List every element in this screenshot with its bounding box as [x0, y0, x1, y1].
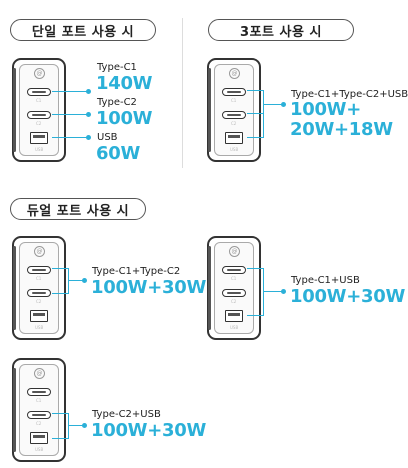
section-dual-port: 듀얼 포트 사용 시: [10, 198, 146, 220]
single-c1-label: Type-C1: [97, 62, 137, 73]
port-usb-icon: [225, 132, 243, 144]
port-usb-mark: USB: [230, 325, 239, 330]
port-c2-mark: C2: [231, 121, 237, 126]
connector-bracket: [52, 413, 69, 439]
port-c2-icon: [27, 289, 51, 297]
port-c2-mark: C2: [36, 421, 42, 426]
dual-c2usb-label: Type-C2+USB: [92, 409, 161, 420]
port-c2-mark: C2: [231, 299, 237, 304]
connector-line: [263, 291, 283, 292]
port-c1-icon: [27, 88, 51, 96]
port-c1-icon: [27, 266, 51, 274]
section-divider: [182, 18, 183, 168]
brand-logo-icon: @: [229, 246, 240, 257]
port-c2-mark: C2: [36, 121, 42, 126]
dual-c2usb-watt: 100W+30W: [91, 420, 207, 441]
charger-edge: [208, 68, 211, 152]
charger-edge: [13, 368, 16, 452]
connector-dot: [86, 112, 91, 117]
charger-dual-c1-c2: @ C1 C2 USB: [12, 236, 66, 340]
connector-dot: [281, 102, 286, 107]
port-c2-icon: [222, 111, 246, 119]
port-c1-mark: C1: [36, 398, 42, 403]
charger-edge: [208, 246, 211, 330]
connector-line: [263, 104, 283, 105]
port-usb-icon: [30, 310, 48, 322]
connector-bracket: [247, 268, 264, 316]
charger-dual-c2-usb: @ C1 C2 USB: [12, 358, 66, 462]
triple-watt-line1: 100W+: [290, 99, 362, 120]
triple-watt-line2: 20W+18W: [290, 119, 393, 140]
single-usb-label: USB: [97, 132, 118, 143]
port-c1-mark: C1: [231, 276, 237, 281]
connector-dot: [86, 135, 91, 140]
dual-c1usb-label: Type-C1+USB: [291, 275, 360, 286]
port-usb-mark: USB: [35, 447, 44, 452]
port-c2-icon: [27, 111, 51, 119]
single-c2-label: Type-C2: [97, 97, 137, 108]
port-usb-mark: USB: [230, 147, 239, 152]
port-c1-icon: [222, 266, 246, 274]
connector-line: [247, 113, 263, 114]
dual-c1c2-watt: 100W+30W: [91, 277, 207, 298]
dual-c1usb-watt: 100W+30W: [290, 286, 406, 307]
brand-logo-icon: @: [34, 68, 45, 79]
connector-line: [52, 114, 88, 115]
charger-dual-c1-usb: @ C1 C2 USB: [207, 236, 261, 340]
charger-edge: [13, 68, 16, 152]
port-usb-icon: [30, 132, 48, 144]
port-c2-icon: [222, 289, 246, 297]
single-c1-watt: 140W: [96, 73, 153, 94]
single-c2-watt: 100W: [96, 108, 153, 129]
section-three-port: 3포트 사용 시: [208, 19, 354, 41]
charger-edge: [13, 246, 16, 330]
port-c1-mark: C1: [36, 276, 42, 281]
charger-single: @ C1 C2 USB: [12, 58, 66, 162]
port-c1-mark: C1: [36, 98, 42, 103]
port-c1-icon: [222, 88, 246, 96]
section-single-port: 단일 포트 사용 시: [10, 19, 156, 41]
single-usb-watt: 60W: [96, 143, 141, 164]
port-c1-mark: C1: [231, 98, 237, 103]
port-c1-icon: [27, 388, 51, 396]
port-usb-icon: [225, 310, 243, 322]
brand-logo-icon: @: [34, 246, 45, 257]
connector-line: [68, 425, 84, 426]
connector-line: [68, 280, 84, 281]
port-c2-icon: [27, 411, 51, 419]
connector-dot: [82, 278, 87, 283]
connector-bracket: [247, 90, 264, 138]
brand-logo-icon: @: [34, 368, 45, 379]
connector-dot: [86, 89, 91, 94]
port-usb-mark: USB: [35, 147, 44, 152]
triple-label: Type-C1+Type-C2+USB: [291, 89, 408, 100]
connector-bracket: [52, 268, 69, 294]
connector-line: [52, 137, 88, 138]
brand-logo-icon: @: [229, 68, 240, 79]
charger-three-port: @ C1 C2 USB: [207, 58, 261, 162]
connector-dot: [82, 423, 87, 428]
port-usb-icon: [30, 432, 48, 444]
dual-c1c2-label: Type-C1+Type-C2: [92, 266, 181, 277]
port-c2-mark: C2: [36, 299, 42, 304]
connector-dot: [281, 289, 286, 294]
port-usb-mark: USB: [35, 325, 44, 330]
connector-line: [52, 91, 88, 92]
